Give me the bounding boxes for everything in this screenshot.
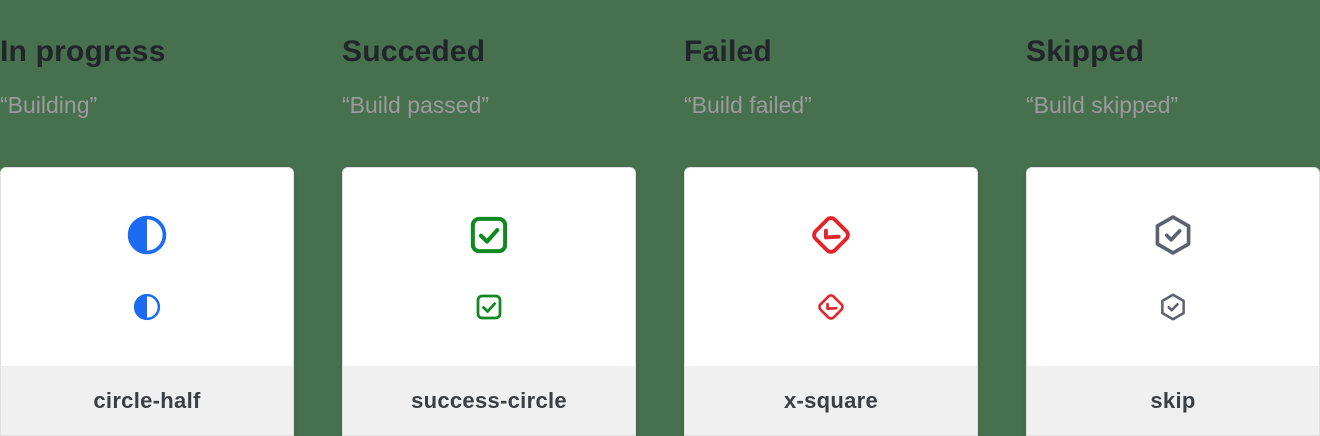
icon-name-label: circle-half [93, 387, 201, 413]
column-quote: “Build failed” [684, 92, 812, 118]
icon-card: success-circle [342, 167, 636, 436]
check-diamond-icon-large [809, 213, 853, 257]
status-column-in-progress: In progress “Building” circle- [0, 0, 294, 436]
status-column-failed: Failed “Build failed” [684, 0, 978, 436]
icon-card-footer: circle-half [1, 366, 293, 435]
icon-card-body [1, 168, 293, 366]
column-title: Skipped [1026, 35, 1145, 68]
check-square-icon-large [467, 213, 511, 257]
check-hexagon-icon-large [1151, 213, 1195, 257]
column-quote: “Build skipped” [1026, 92, 1179, 118]
icon-card-body [1027, 168, 1319, 366]
status-column-succeeded: Succeded “Build passed” succes [342, 0, 636, 436]
icon-card-footer: x-square [685, 366, 977, 435]
icon-card-body [343, 168, 635, 366]
icon-name-label: x-square [783, 387, 879, 413]
column-title: Failed [684, 35, 772, 68]
icon-name-label: skip [1150, 387, 1196, 413]
check-hexagon-icon-small [1158, 292, 1188, 322]
circle-half-icon-large [125, 213, 169, 257]
icon-card-body [685, 168, 977, 366]
status-column-skipped: Skipped “Build skipped” skip [1026, 0, 1320, 436]
column-quote: “Build passed” [342, 92, 490, 118]
icon-card: x-square [684, 167, 978, 436]
check-square-icon-small [474, 292, 504, 322]
circle-half-icon-small [132, 292, 162, 322]
icon-card: circle-half [0, 167, 294, 436]
icon-card: skip [1026, 167, 1320, 436]
icon-card-footer: skip [1027, 366, 1319, 435]
column-quote: “Building” [0, 92, 98, 118]
check-diamond-icon-small [816, 292, 846, 322]
icon-card-footer: success-circle [343, 366, 635, 435]
column-title: In progress [0, 35, 166, 68]
column-title: Succeded [342, 35, 486, 68]
icon-name-label: success-circle [411, 387, 567, 413]
